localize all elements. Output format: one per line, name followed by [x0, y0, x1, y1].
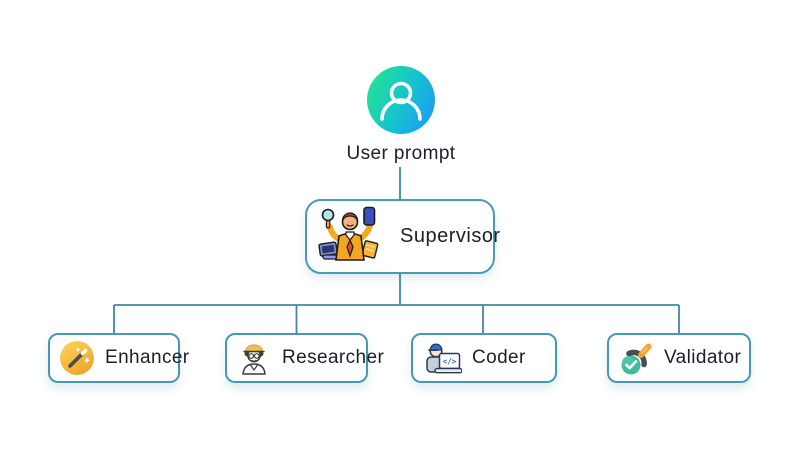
agent-label-enhancer: Enhancer [105, 347, 190, 368]
coder-laptop-icon: </> [422, 340, 463, 376]
agent-label-validator: Validator [664, 347, 742, 368]
user-avatar-icon [367, 66, 435, 134]
supervisor-node: Supervisor [305, 199, 500, 274]
magic-wand-icon [59, 340, 95, 376]
agent-label-coder: Coder [472, 347, 526, 368]
agent-node-coder: </> Coder [411, 333, 557, 383]
supervisor-multitask-icon [317, 206, 383, 268]
user-prompt-label: User prompt [346, 143, 456, 164]
agent-node-validator: Validator [607, 333, 751, 383]
researcher-person-icon [236, 340, 272, 376]
agent-node-researcher: Researcher [225, 333, 384, 383]
svg-text:</>: </> [443, 357, 457, 366]
agent-node-enhancer: Enhancer [48, 333, 189, 383]
agent-label-researcher: Researcher [282, 347, 385, 368]
supervisor-label: Supervisor [400, 225, 501, 247]
approval-stamp-icon [618, 340, 654, 376]
user-prompt-node: User prompt [330, 66, 472, 165]
